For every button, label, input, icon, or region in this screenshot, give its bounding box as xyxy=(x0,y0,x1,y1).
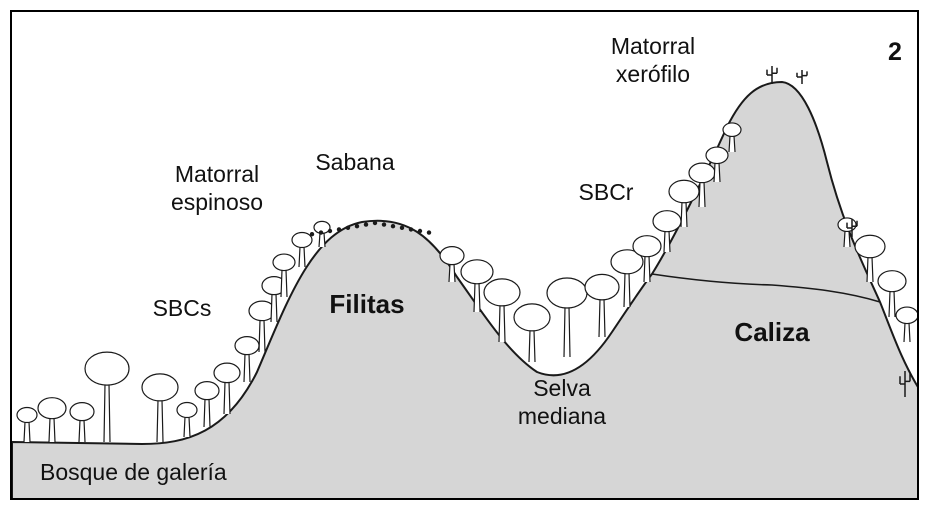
shrub-icon xyxy=(337,227,341,231)
figure-number: 2 xyxy=(880,38,910,66)
label-sabana: Sabana xyxy=(300,148,410,176)
label-sbcs: SBCs xyxy=(142,294,222,322)
shrub-icon xyxy=(319,230,323,234)
label-matorral-xerofilo: Matorral xerófilo xyxy=(588,32,718,88)
shrub-icon xyxy=(400,226,404,230)
shrub-icon xyxy=(328,229,332,233)
shrub-icon xyxy=(364,222,368,226)
tree-icon xyxy=(547,278,587,357)
tree-icon xyxy=(70,403,94,442)
shrub-icon xyxy=(373,221,377,225)
tree-icon xyxy=(514,304,550,362)
landscape-profile xyxy=(12,12,919,500)
shrub-icon xyxy=(418,229,422,233)
label-sbcr: SBCr xyxy=(566,178,646,206)
tree-icon xyxy=(142,374,178,442)
shrub-icon xyxy=(409,227,413,231)
label-caliza: Caliza xyxy=(712,318,832,346)
shrub-icon xyxy=(346,226,350,230)
tree-icon xyxy=(896,307,918,342)
shrub-icon xyxy=(391,224,395,228)
label-matorral-espinoso: Matorral espinoso xyxy=(152,160,282,216)
label-selva-mediana: Selva mediana xyxy=(502,374,622,430)
cactus-icon xyxy=(767,66,777,84)
shrub-icon xyxy=(382,222,386,226)
tree-icon xyxy=(38,398,66,442)
diagram-frame: Matorral xerófilo 2 Sabana Matorral espi… xyxy=(10,10,919,500)
shrub-icon xyxy=(427,230,431,234)
shrub-icon xyxy=(310,232,314,236)
tree-icon xyxy=(195,382,219,427)
shrub-icon xyxy=(355,224,359,228)
label-bosque-galeria: Bosque de galería xyxy=(40,458,290,486)
tree-icon xyxy=(17,408,37,443)
terrain-profile xyxy=(12,82,919,500)
label-filitas: Filitas xyxy=(312,290,422,318)
cactus-icon xyxy=(797,70,807,84)
tree-icon xyxy=(85,352,129,442)
tree-icon xyxy=(177,403,197,438)
